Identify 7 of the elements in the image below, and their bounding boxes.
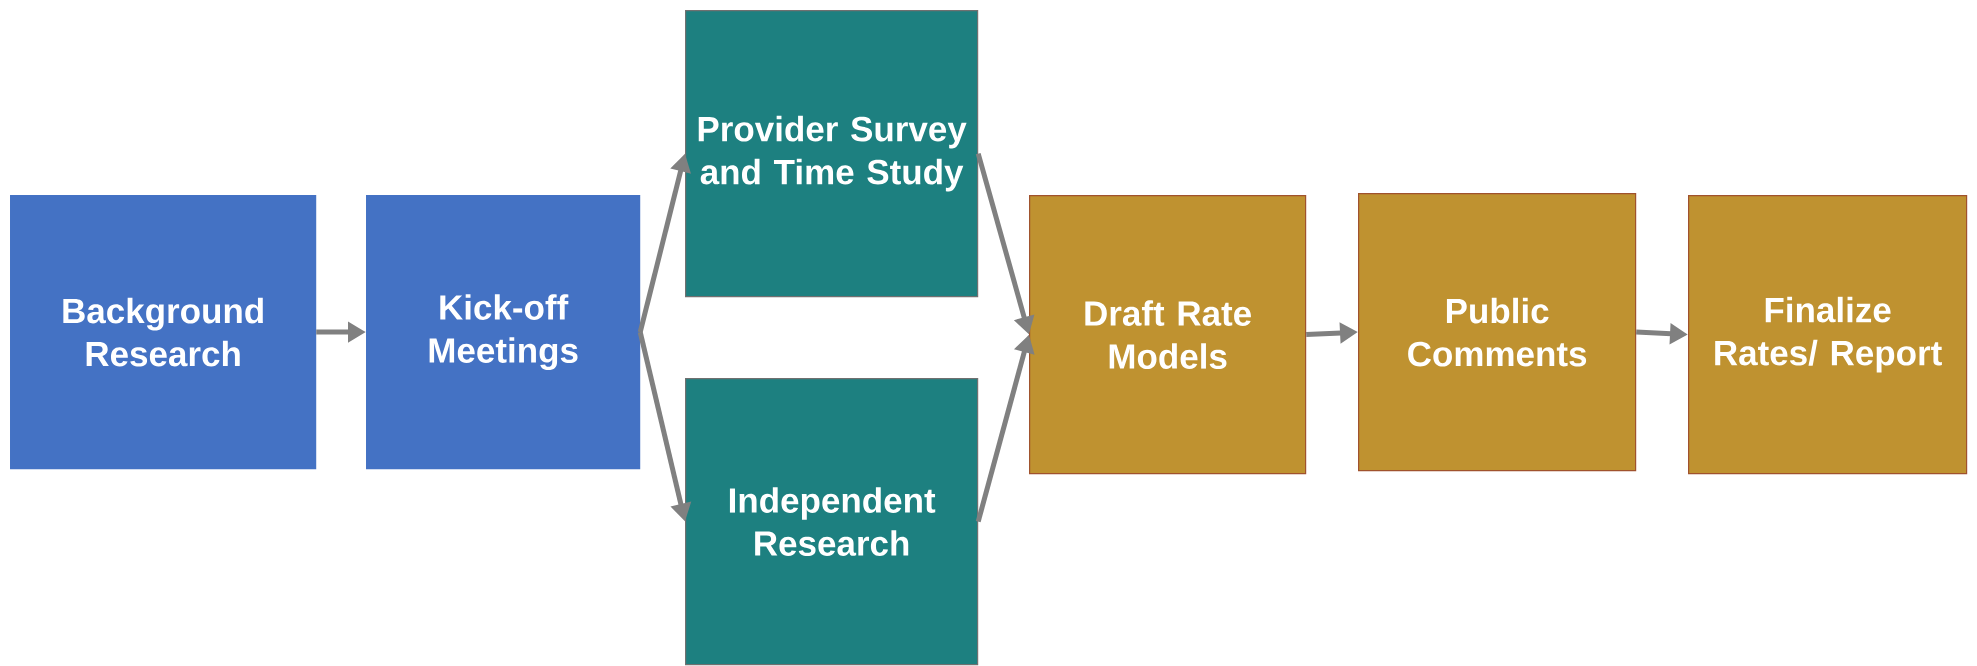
process-box: Background Research (10, 195, 317, 470)
process-box: Public Comments (1358, 193, 1637, 472)
process-box: Provider Survey and Time Study (685, 10, 979, 298)
process-box: Finalize Rates/ Report (1688, 195, 1968, 475)
process-box: Kick-off Meetings (366, 195, 641, 470)
process-box: Independent Research (685, 378, 979, 666)
process-box: Draft Rate Models (1029, 195, 1307, 475)
